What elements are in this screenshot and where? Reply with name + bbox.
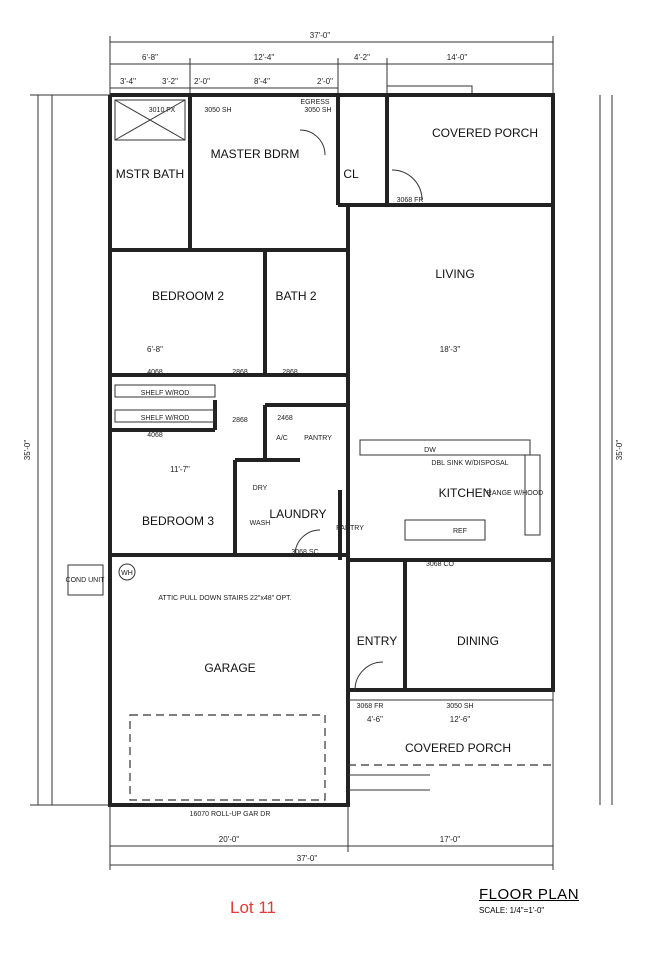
window-label: 3010 FX (149, 107, 176, 114)
top-dimensions: 37'-0" 6'-8" 12'-4" 4'-2" 14'-0" 3'-4" 3… (109, 31, 554, 114)
dim: 6'-8" (142, 53, 158, 62)
lot-label: Lot 11 (230, 898, 277, 917)
room-bedroom-3: BEDROOM 3 (142, 514, 214, 528)
window-label: 3050 SH (204, 107, 231, 114)
dim: 4'-2" (354, 53, 370, 62)
room-living: LIVING (435, 267, 474, 281)
note: 2868 (282, 369, 298, 376)
dim-top-total: 37'-0" (310, 31, 331, 40)
room-entry: ENTRY (357, 634, 397, 648)
note: 2868 (232, 417, 248, 424)
dim: 6'-8" (147, 345, 163, 354)
dim: 2'-0" (194, 77, 210, 86)
room-bath-2: BATH 2 (275, 289, 316, 303)
note: EGRESS (300, 99, 330, 106)
note: 3068 SC (291, 549, 318, 556)
room-master-bdrm: MASTER BDRM (211, 147, 300, 161)
window-label: 3050 SH (304, 107, 331, 114)
dim: 18'-3" (440, 345, 461, 354)
note: SHELF W/ROD (141, 415, 190, 422)
dim: 12'-6" (450, 715, 471, 724)
note: RANGE W/HOOD (487, 490, 543, 497)
note: DW (424, 447, 436, 454)
note: COND UNIT (66, 577, 106, 584)
note: PANTRY (304, 435, 332, 442)
note: 2468 (277, 415, 293, 422)
dim: 3'-2" (162, 77, 178, 86)
dim: 2'-0" (317, 77, 333, 86)
dim: 12'-4" (254, 53, 275, 62)
note: 3068 CO (426, 561, 455, 568)
dim-right-total: 35'-0" (615, 440, 624, 461)
room-bedroom-2: BEDROOM 2 (152, 289, 224, 303)
dim: 11'-7" (170, 465, 190, 474)
walls (67, 93, 555, 807)
dim: 8'-4" (254, 77, 270, 86)
bottom-dimensions: 20'-0" 17'-0" 37'-0" (109, 690, 554, 870)
room-kitchen: KITCHEN (439, 486, 492, 500)
dim: 17'-0" (440, 835, 461, 844)
note: WASH (250, 520, 271, 527)
room-covered-porch-front: COVERED PORCH (405, 741, 511, 755)
fixture-notes: SHELF W/ROD SHELF W/ROD A/C PANTRY PANTR… (66, 99, 544, 818)
room-covered-porch-rear: COVERED PORCH (432, 126, 538, 140)
room-garage: GARAGE (204, 661, 255, 675)
note: DBL SINK W/DISPOSAL (431, 460, 508, 467)
room-laundry: LAUNDRY (269, 507, 326, 521)
dim: 4'-6" (367, 715, 383, 724)
dim: 20'-0" (219, 835, 240, 844)
note: A/C (276, 435, 288, 442)
note: 2868 (232, 369, 248, 376)
dim-bottom-total: 37'-0" (297, 854, 318, 863)
plan-title: FLOOR PLAN (479, 886, 580, 903)
note: ATTIC PULL DOWN STAIRS 22"x48" OPT. (158, 595, 291, 602)
room-master-bath: MSTR BATH (116, 167, 184, 181)
note: 4068 (147, 432, 163, 439)
note: 3068 FR (357, 703, 384, 710)
dim: 3'-4" (120, 77, 136, 86)
dim: 14'-0" (447, 53, 468, 62)
note: PANTRY (336, 525, 364, 532)
side-dimensions: 35'-0" 35'-0" (23, 94, 624, 806)
room-labels: MASTER BDRM MSTR BATH CL COVERED PORCH L… (116, 126, 538, 755)
note: DRY (253, 485, 268, 492)
dim-left-total: 35'-0" (23, 440, 32, 461)
note: SHELF W/ROD (141, 390, 190, 397)
note: 16070 ROLL-UP GAR DR (190, 811, 271, 818)
room-closet: CL (343, 167, 359, 181)
note: 3050 SH (446, 703, 473, 710)
note: 4068 (147, 369, 163, 376)
note: REF (453, 528, 467, 535)
note: 3068 FR (397, 197, 424, 204)
note: WH (121, 570, 133, 577)
plan-scale: SCALE: 1/4"=1'-0" (479, 906, 545, 915)
room-dining: DINING (457, 634, 499, 648)
